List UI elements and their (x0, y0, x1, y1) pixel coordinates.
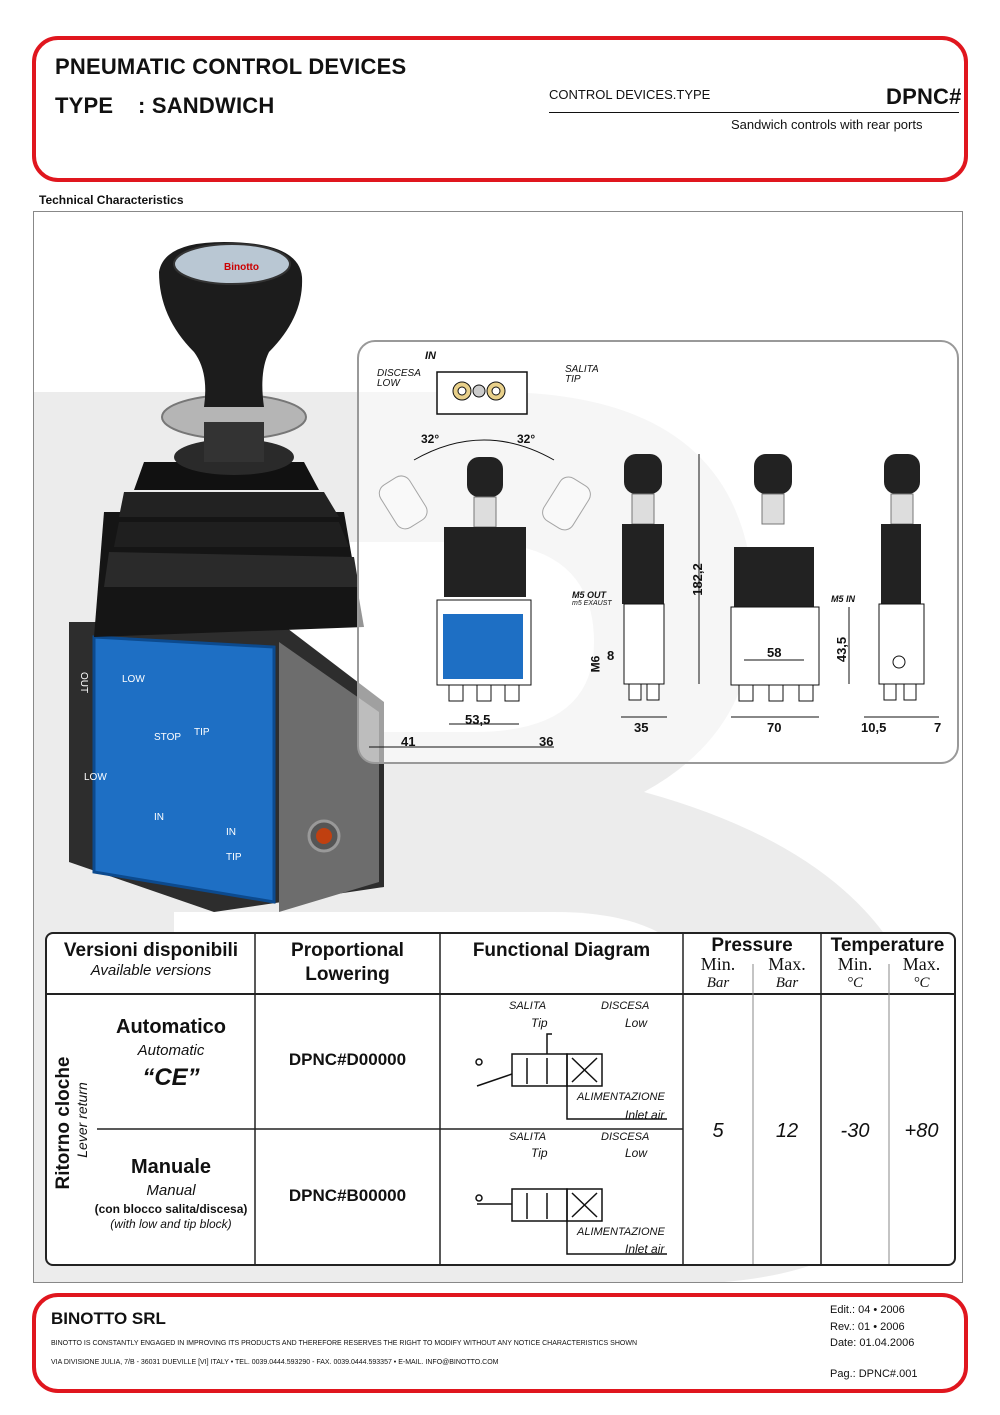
diag1-salita: SALITA (509, 1000, 547, 1012)
temp-min-unit: °C (846, 975, 863, 991)
category-label: CONTROL DEVICES.TYPE (549, 87, 711, 102)
label-tip: TIP (565, 374, 581, 385)
type-value: : SANDWICH (138, 93, 275, 118)
dim-43-5: 43,5 (834, 636, 850, 663)
label-m5-exhaust: m5 EXAUST (572, 600, 612, 607)
dim-53-5: 53,5 (465, 712, 491, 727)
col-lowering: Lowering (305, 964, 390, 985)
row2-code: DPNC#B00000 (288, 1186, 407, 1205)
header-rule (549, 112, 959, 113)
panel-label-out: OUT (78, 672, 89, 694)
row2-subtitle: Manual (146, 1182, 196, 1199)
pressure-min-unit: Bar (706, 975, 730, 991)
joystick-image: Binotto (69, 242, 384, 912)
dimension-drawing: IN DISCESA LOW SALITA TIP 32° 32° M5 OUT… (357, 340, 959, 764)
product-description: Sandwich controls with rear ports (731, 117, 923, 132)
dim-182-2: 182,2 (689, 563, 705, 596)
dim-36: 36 (539, 734, 554, 749)
temp-max-value: +80 (904, 1120, 939, 1142)
temp-min-value: -30 (840, 1120, 870, 1142)
panel-label-in2: IN (226, 827, 236, 838)
footer-disclaimer: BINOTTO IS CONSTANTLY ENGAGED IN IMPROVI… (51, 1340, 638, 1347)
panel-label-stop: STOP (154, 732, 182, 743)
diag2-alim: ALIMENTAZIONE (577, 1226, 665, 1238)
panel-label-tip2: TIP (226, 852, 242, 863)
diag1-low: Low (625, 1016, 648, 1030)
header-frame (32, 36, 968, 182)
temp-min: Min. (837, 954, 873, 974)
panel-label-tip: TIP (194, 727, 210, 738)
section-title: Technical Characteristics (39, 193, 184, 207)
row2-note-it: (con blocco salita/discesa) (94, 1202, 248, 1216)
label-m5-out: M5 OUT (572, 590, 607, 600)
dim-70: 70 (767, 720, 782, 735)
product-code: DPNC# (886, 84, 962, 109)
diag1-tip: Tip (531, 1016, 548, 1030)
col-versions: Versioni disponibili (63, 940, 239, 961)
pressure-min: Min. (700, 954, 736, 974)
row1-subtitle: Automatic (137, 1042, 205, 1059)
row1-ce: “CE” (142, 1064, 200, 1091)
svg-text:Binotto: Binotto (224, 262, 259, 273)
date: Date: 01.04.2006 (830, 1337, 915, 1349)
label-in: IN (425, 350, 436, 362)
col-temperature: Temperature (830, 935, 945, 956)
dim-58: 58 (767, 645, 782, 660)
label-m6: M6 (588, 655, 603, 673)
diag1-inlet: Inlet air (625, 1108, 665, 1122)
revision: Rev.: 01 • 2006 (830, 1321, 905, 1333)
pressure-max-unit: Bar (775, 975, 799, 991)
label-salita: SALITA (565, 364, 599, 375)
type-label: TYPE (55, 93, 114, 118)
diag2-tip: Tip (531, 1146, 548, 1160)
dim-10-5: 10,5 (861, 720, 887, 735)
label-m5-in: M5 IN (831, 594, 856, 604)
label-low: LOW (377, 378, 400, 389)
diag2-inlet: Inlet air (625, 1242, 665, 1256)
panel-label-low: LOW (122, 674, 145, 685)
col-functional-diagram: Functional Diagram (472, 940, 651, 961)
panel-label-low2: LOW (84, 772, 107, 783)
col-proportional: Proportional (291, 940, 404, 961)
angle-left: 32° (421, 432, 440, 446)
temp-max: Max. (902, 954, 941, 974)
diag2-discesa: DISCESA (601, 1131, 650, 1143)
row1-title: Automatico (116, 1016, 226, 1038)
col-pressure: Pressure (711, 935, 793, 956)
row1-code: DPNC#D00000 (288, 1050, 407, 1069)
pressure-max: Max. (768, 954, 806, 974)
dim-8: 8 (607, 648, 615, 663)
row2-title: Manuale (130, 1156, 212, 1178)
footer-address: VIA DIVISIONE JULIA, 7/B - 36031 DUEVILL… (51, 1359, 499, 1366)
page-number: Pag.: DPNC#.001 (830, 1368, 918, 1380)
label-discesa: DISCESA (377, 368, 421, 379)
versions-table: Versioni disponibili Available versions … (45, 932, 956, 1266)
angle-right: 32° (517, 432, 536, 446)
diag1-discesa: DISCESA (601, 1000, 650, 1012)
pressure-max-value: 12 (775, 1120, 799, 1142)
dim-41: 41 (401, 734, 416, 749)
row2-note-en: (with low and tip block) (110, 1217, 232, 1231)
col-versions-en: Available versions (90, 962, 212, 979)
edition: Edit.: 04 • 2006 (830, 1304, 905, 1316)
page-title: PNEUMATIC CONTROL DEVICES (55, 54, 407, 79)
diag2-salita: SALITA (509, 1131, 547, 1143)
dim-7: 7 (934, 720, 942, 735)
company-name: BINOTTO SRL (51, 1309, 166, 1328)
pressure-min-value: 5 (712, 1120, 724, 1142)
front-panel (92, 635, 276, 904)
diag1-alim: ALIMENTAZIONE (577, 1091, 665, 1103)
diag2-low: Low (625, 1146, 648, 1160)
side-label-it: Ritorno cloche (53, 1056, 74, 1190)
dim-35: 35 (634, 720, 649, 735)
panel-label-in: IN (154, 812, 164, 823)
technical-panel: Binotto OUT LOW STOP TIP LOW IN IN TIP (33, 211, 963, 1283)
temp-max-unit: °C (913, 975, 930, 991)
footer-frame (32, 1293, 968, 1393)
